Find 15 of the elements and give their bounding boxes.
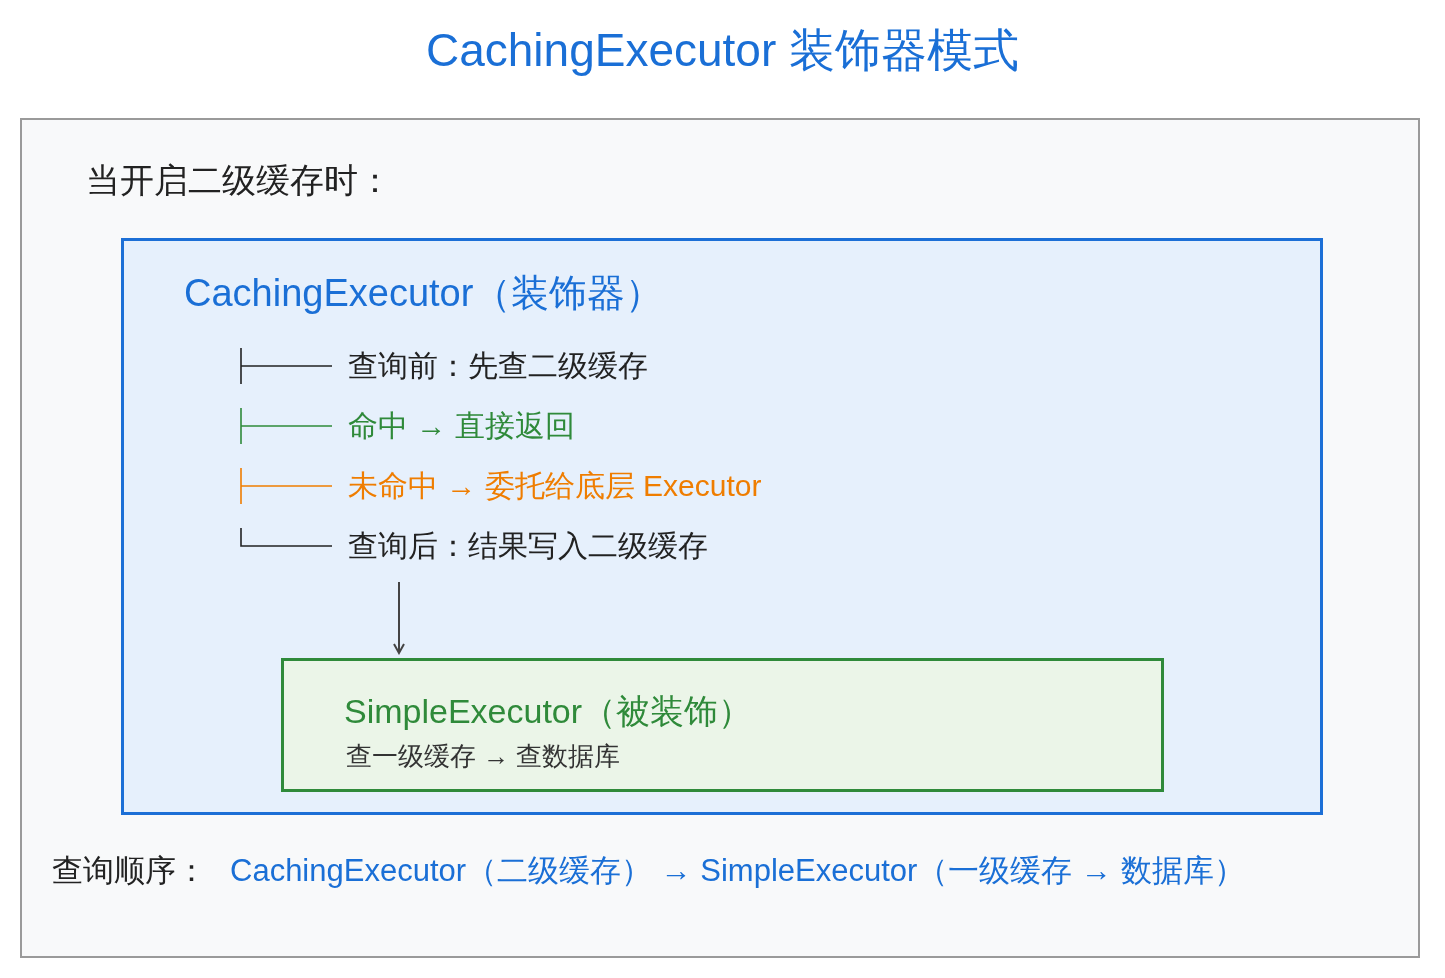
outer-panel (20, 118, 1420, 958)
step-text: 命中 → 直接返回 (348, 408, 575, 444)
query-order-text: CachingExecutor（二级缓存） → SimpleExecutor（一级缓存 → 数据库） (230, 852, 1245, 890)
section-heading: 当开启二级缓存时： (86, 160, 392, 201)
summary-label: 查询顺序： (52, 852, 207, 890)
step-text: 查询后：结果写入二级缓存 (348, 528, 708, 564)
decorated-box (281, 658, 1164, 792)
step-text: 查询前：先查二级缓存 (348, 348, 648, 384)
box-heading: CachingExecutor（装饰器） (184, 271, 664, 316)
box-heading: SimpleExecutor（被装饰） (344, 691, 753, 732)
arrow (393, 581, 405, 654)
diagram-title: CachingExecutor 装饰器模式 (424, 23, 1021, 78)
step-text: 未命中 → 委托给底层 Executor (348, 468, 762, 504)
decorator-box (121, 238, 1323, 815)
box-body-text: 查一级缓存 → 查数据库 (346, 741, 621, 773)
